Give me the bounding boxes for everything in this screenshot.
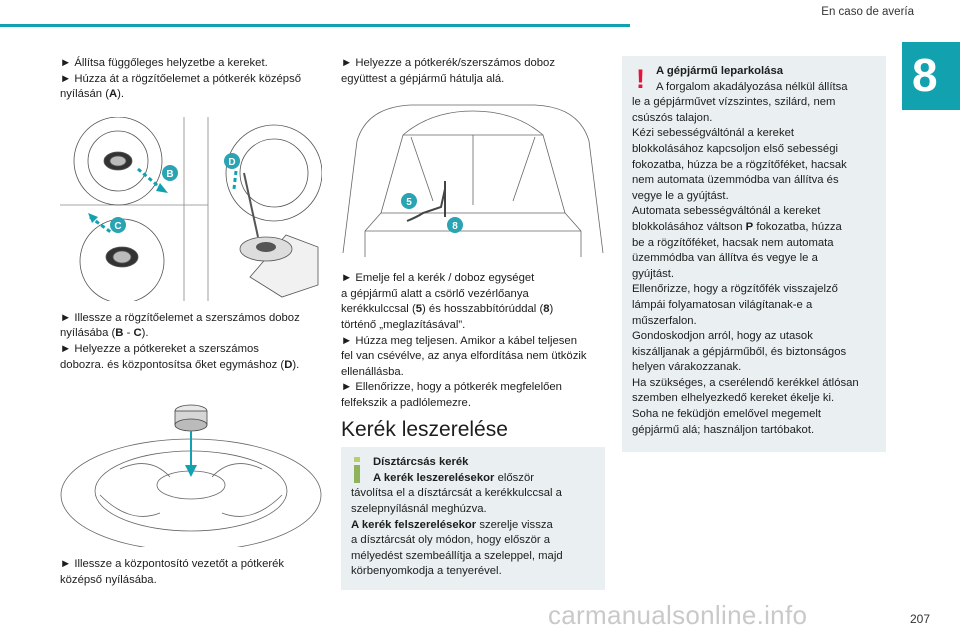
warning-line: fokozatba, húzza be a rögzítőféket, hacs…: [632, 158, 847, 171]
info-box-hubcap: Dísztárcsás kerék A kerék leszerelésekor…: [341, 447, 605, 590]
callout-badge-c: C: [114, 221, 121, 232]
step-line: nyílásán (A).: [60, 88, 125, 101]
step-line: ► Helyezze a pótkereket a szerszámos: [60, 342, 259, 355]
figure-centring-guide: [60, 385, 322, 548]
warning-line: Kézi sebességváltónál a kereket: [632, 127, 795, 140]
page-number: 207: [909, 612, 930, 626]
warning-line: gépjármű alá; használjon tartóbakot.: [632, 423, 815, 436]
callout-badge-b: B: [166, 169, 173, 180]
step-line: ► Húzza meg teljesen. Amikor a kábel tel…: [341, 334, 577, 347]
info-box-title: Dísztárcsás kerék: [373, 456, 469, 469]
column-2: ► Helyezze a pótkerék/szerszámos doboz e…: [341, 56, 605, 590]
warning-line: be a rögzítőféket, hacsak nem automata: [632, 236, 834, 249]
callout-badge-d: D: [228, 157, 235, 168]
callout-badge-5: 5: [406, 197, 412, 208]
step-line: ellenállásba.: [341, 365, 404, 378]
info-line: távolítsa el a dísztárcsát a kerékkulccs…: [351, 487, 562, 500]
boot-winch-illustration: 5 8: [342, 104, 604, 258]
step-line: ► Illessze a rögzítőelemet a szerszámos …: [60, 311, 300, 324]
info-line: A kerék felszerelésekor szerelje vissza: [351, 518, 553, 531]
step-line: ► Emelje fel a kerék / doboz egységet: [341, 272, 535, 285]
header-accent-bar: [0, 24, 630, 27]
step-line: a gépjármű alatt a csörlő vezérlőanya: [341, 287, 529, 300]
warning-line: Gondoskodjon arról, hogy az utasok: [632, 330, 813, 343]
step-line: ► Húzza át a rögzítőelemet a pótkerék kö…: [60, 72, 302, 85]
warning-body: A forgalom akadályozása nélkül állítsa le…: [632, 80, 876, 439]
warning-title: A gépjármű leparkolása: [656, 65, 784, 77]
info-line: szelepnyílásnál meghúzva.: [351, 502, 487, 515]
warning-line: Ha szükséges, a cserélendő kerékkel átló…: [632, 376, 859, 389]
step-line: nyílásába (B - C).: [60, 327, 149, 340]
warning-line: szemben elhelyezkedő kereket ékelje ki.: [632, 392, 835, 405]
watermark: carmanualsonline.info: [548, 600, 808, 630]
section-title: En caso de avería: [821, 6, 914, 18]
warning-line: Ellenőrizze, hogy a rögzítőfék visszajel…: [632, 283, 838, 296]
warning-line: nem automata üzemmódba van állítva és: [632, 174, 839, 187]
chapter-number-tab: 8: [902, 42, 960, 110]
step-line: középső nyílásába.: [60, 573, 157, 586]
callout-badge-8: 8: [452, 221, 458, 232]
info-line: körbenyomkodja a tenyerével.: [351, 565, 502, 578]
step-line: kerékkulccsal (5) és hosszabbítórúddal (…: [341, 303, 554, 316]
figure-spare-wheel-toolbox: B C D: [60, 116, 322, 301]
warning-line: műszerfalon.: [632, 314, 697, 327]
step-line: fel van csévélve, az anya elfordítása ne…: [341, 350, 587, 363]
info-line: A kerék leszerelésekor először: [373, 471, 534, 484]
warning-line: üzemmódba van állítva és vegye le a: [632, 252, 818, 265]
warning-line: kiszálljanak a gépjárműből, és biztonság…: [632, 345, 847, 358]
step-line: felfekszik a padlólemezre.: [341, 396, 471, 409]
warning-line: helyen várakozzanak.: [632, 361, 742, 374]
warning-line: blokkolásához kapcsoljon első sebességi: [632, 142, 838, 155]
info-line: a dísztárcsát oly módon, hogy először a: [351, 534, 551, 547]
warning-box-parking: ! A gépjármű leparkolása A forgalom akad…: [622, 56, 886, 453]
column-1: ► Állítsa függőleges helyzetbe a kereket…: [60, 56, 322, 588]
warning-line: csúszós talajon.: [632, 111, 713, 124]
warning-line: A forgalom akadályozása nélkül állítsa: [656, 80, 848, 93]
info-line: mélyedést szembeállítja a szeleppel, maj…: [351, 549, 563, 562]
warning-line: gyújtást.: [632, 267, 675, 280]
step-line: ► Helyezze a pótkerék/szerszámos doboz: [341, 57, 555, 69]
warning-line: le a gépjárművet vízszintes, szilárd, ne…: [632, 96, 836, 109]
figure-boot-winch: 5 8: [341, 101, 605, 261]
warning-line: lámpái folyamatosan világítanak-e a: [632, 298, 813, 311]
warning-icon: !: [636, 64, 645, 94]
step-line: ► Illessze a központosító vezetőt a pótk…: [60, 558, 285, 571]
warning-line: Automata sebességváltónál a kereket: [632, 205, 821, 218]
step-line: történő „meglazításával”.: [341, 318, 466, 331]
spare-wheel-illustration: B C D: [60, 116, 322, 301]
info-icon: [354, 457, 360, 484]
warning-line: vegye le a gyújtást.: [632, 189, 729, 202]
step-line: ► Állítsa függőleges helyzetbe a kereket…: [60, 57, 268, 69]
column-3: ! A gépjármű leparkolása A forgalom akad…: [622, 56, 886, 453]
step-line: együttest a gépjármű hátulja alá.: [341, 72, 505, 85]
centring-guide-illustration: [60, 404, 322, 548]
warning-line: blokkolásához váltson P fokozatba, húzza: [632, 220, 842, 233]
warning-line: Soha ne feküdjön emelővel megemelt: [632, 408, 822, 421]
step-line: ► Ellenőrizze, hogy a pótkerék megfelelő…: [341, 381, 562, 394]
step-line: dobozra. és központosítsa őket egymáshoz…: [60, 358, 300, 371]
section-heading: Kerék leszerelése: [341, 417, 508, 441]
